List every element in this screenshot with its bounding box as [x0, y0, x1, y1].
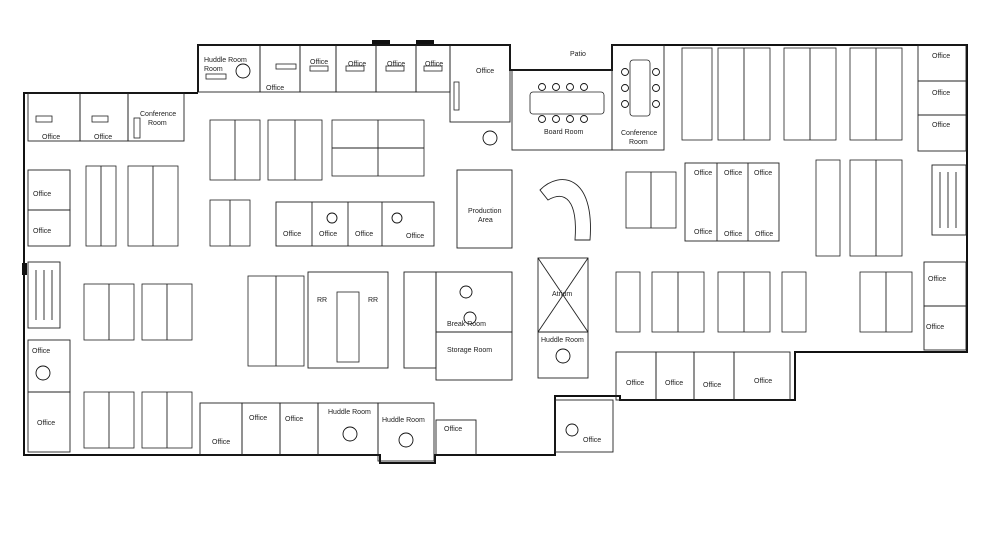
- label-patio: Patio: [570, 51, 586, 58]
- label-conference-room-right-2: Room: [629, 139, 648, 146]
- label-office: Office: [626, 380, 644, 387]
- label-office: Office: [755, 231, 773, 238]
- label-office: Office: [33, 228, 51, 235]
- label-office: Office: [42, 134, 60, 141]
- label-office: Office: [406, 233, 424, 240]
- label-office: Office: [754, 170, 772, 177]
- label-office: Office: [476, 68, 494, 75]
- label-office: Office: [310, 59, 328, 66]
- right-rooms: [275, 44, 967, 401]
- label-huddle-room-bottom-2: Huddle Room: [382, 417, 425, 424]
- label-office: Office: [932, 122, 950, 129]
- label-office: Office: [926, 324, 944, 331]
- label-office: Office: [266, 85, 284, 92]
- label-conference-room-left: Conference: [140, 111, 176, 118]
- label-break-room: Break Room: [447, 321, 486, 328]
- label-office: Office: [348, 61, 366, 68]
- central-rooms: [307, 169, 591, 381]
- label-restroom-right: RR: [368, 297, 378, 304]
- label-huddle-room-atrium: Huddle Room: [541, 337, 584, 344]
- label-office: Office: [665, 380, 683, 387]
- stairs: [27, 164, 967, 329]
- label-production-area: Production: [468, 208, 502, 215]
- label-office: Office: [33, 191, 51, 198]
- label-room: Room: [204, 66, 223, 73]
- label-office: Office: [32, 348, 50, 355]
- label-board-room: Board Room: [544, 129, 583, 136]
- label-office: Office: [212, 439, 230, 446]
- label-office: Office: [249, 415, 267, 422]
- label-office: Office: [387, 61, 405, 68]
- label-office: Office: [703, 382, 721, 389]
- label-office: Office: [932, 53, 950, 60]
- workstation-clusters: [83, 47, 913, 449]
- label-restroom-left: RR: [317, 297, 327, 304]
- label-huddle-room-1: Huddle Room: [204, 57, 247, 64]
- label-huddle-room-bottom-1: Huddle Room: [328, 409, 371, 416]
- label-conference-room-right: Conference: [621, 130, 657, 137]
- label-office: Office: [425, 61, 443, 68]
- label-production-area-2: Area: [478, 217, 493, 224]
- label-office: Office: [285, 416, 303, 423]
- label-conference-room-left-2: Room: [148, 120, 167, 127]
- label-office: Office: [355, 231, 373, 238]
- label-atrium: Atrium: [552, 291, 572, 298]
- label-office: Office: [724, 231, 742, 238]
- label-office: Office: [694, 170, 712, 177]
- label-office: Office: [754, 378, 772, 385]
- bottom-rooms: [27, 169, 614, 462]
- label-office: Office: [932, 90, 950, 97]
- label-office: Office: [444, 426, 462, 433]
- room-labels: Huddle Room Room Office Office Office Of…: [32, 51, 950, 446]
- label-office: Office: [319, 231, 337, 238]
- label-office: Office: [724, 170, 742, 177]
- label-office: Office: [694, 229, 712, 236]
- label-office: Office: [37, 420, 55, 427]
- label-office: Office: [94, 134, 112, 141]
- top-left-offices: [27, 44, 511, 142]
- label-office: Office: [583, 437, 601, 444]
- label-office: Office: [283, 231, 301, 238]
- label-storage-room: Storage Room: [447, 347, 492, 354]
- label-office: Office: [928, 276, 946, 283]
- board-room-area: [482, 44, 665, 151]
